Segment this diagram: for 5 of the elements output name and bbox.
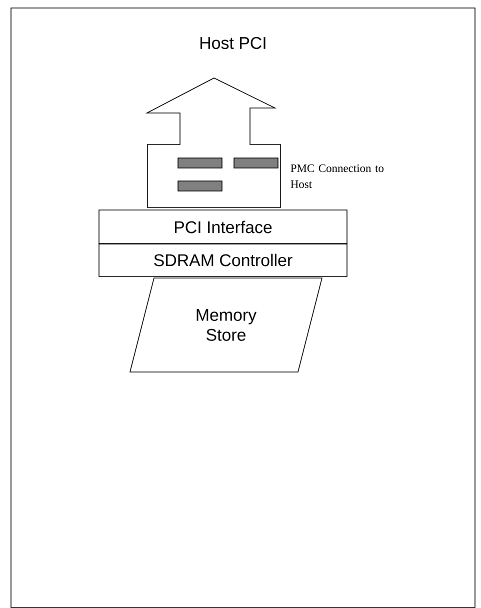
card-label: PMC Connection to Host (290, 164, 384, 188)
block-box: PCI Interface (98, 210, 348, 244)
block-box: SDRAM Controller (98, 243, 348, 277)
bus-label: Host PCI (200, 37, 266, 49)
pmc-card-drawing (145, 78, 281, 208)
